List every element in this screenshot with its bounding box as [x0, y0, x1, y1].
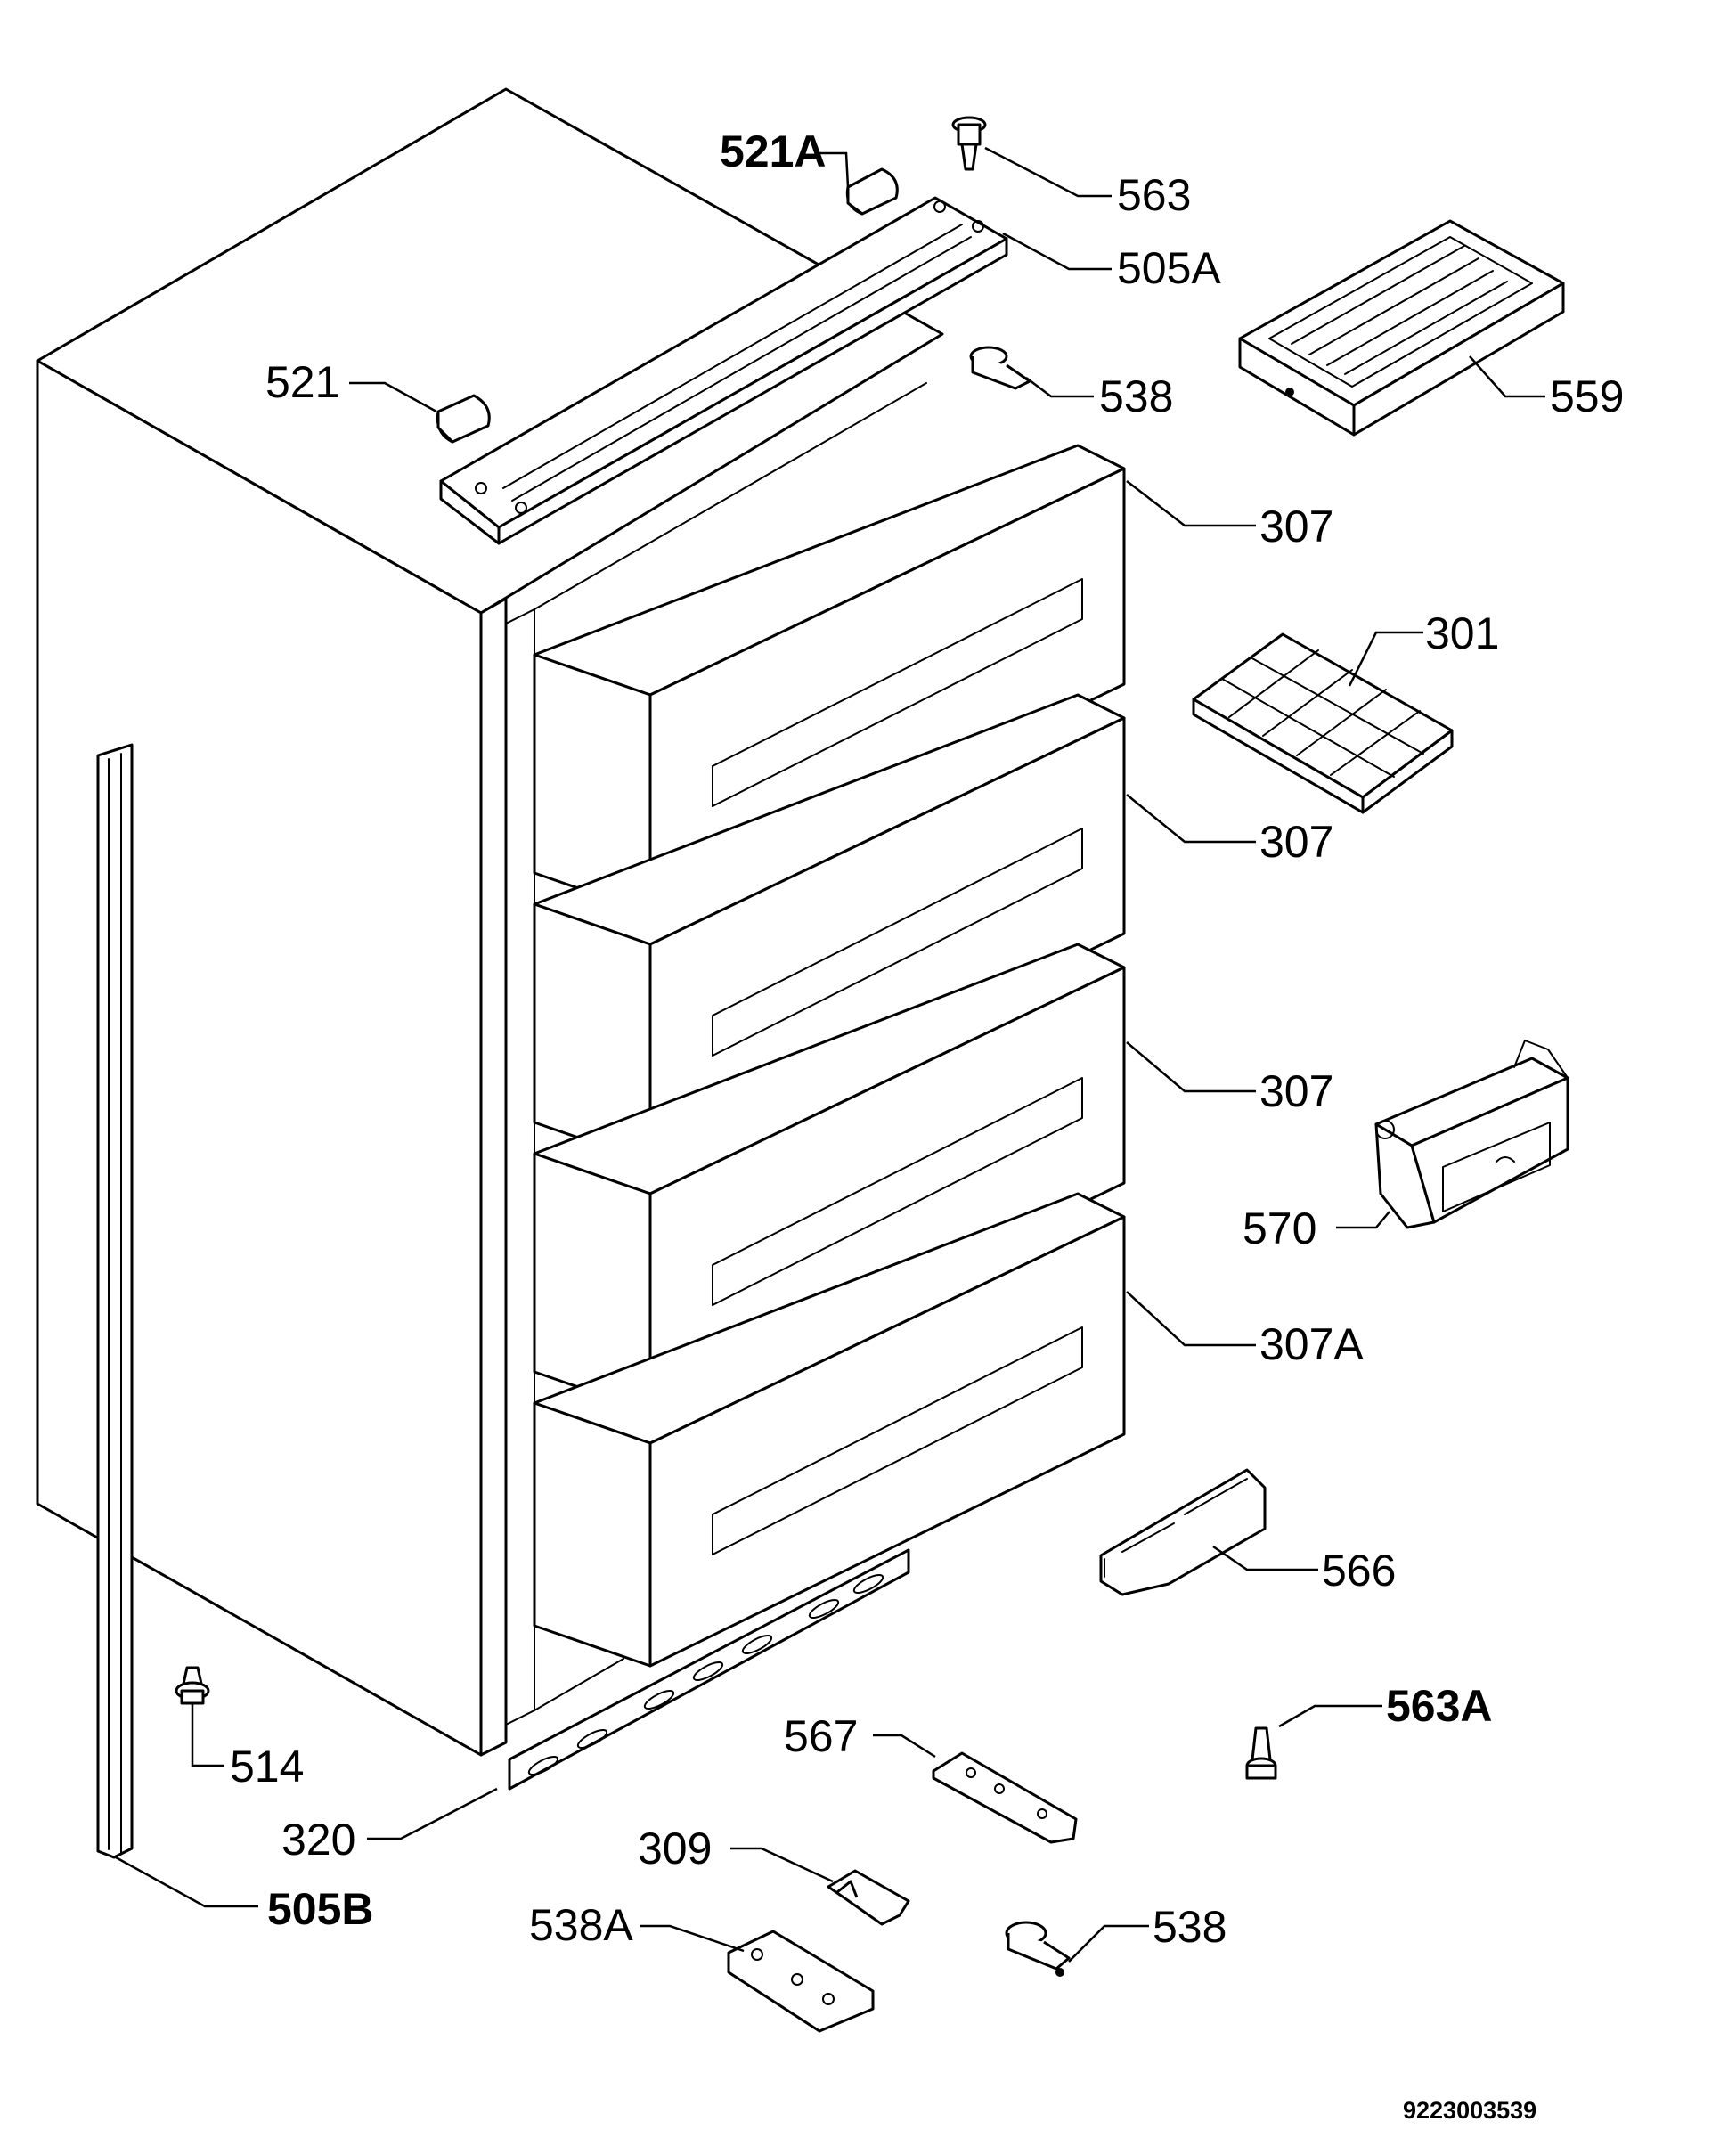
top-rail-505a: [439, 196, 1008, 545]
label-505a: 505A: [1117, 243, 1221, 293]
drawer-1: [533, 444, 1126, 915]
label-570: 570: [1243, 1204, 1316, 1253]
part-538-top-hinge: [969, 346, 1031, 390]
label-307-first: 307: [1259, 502, 1333, 551]
label-320: 320: [281, 1815, 355, 1865]
label-567: 567: [784, 1711, 858, 1761]
part-301-ice-tray: [1192, 632, 1454, 814]
label-563a: 563A: [1386, 1681, 1493, 1731]
part-538-bottom-hinge: [1005, 1921, 1071, 1977]
label-521a: 521A: [720, 126, 827, 176]
label-538-top: 538: [1099, 371, 1173, 421]
part-559-tray-lid: [1238, 219, 1565, 437]
label-309: 309: [638, 1824, 712, 1873]
label-307-third: 307: [1259, 1066, 1333, 1116]
drawer-3: [533, 943, 1126, 1414]
drawer-2: [533, 693, 1126, 1164]
label-566: 566: [1322, 1546, 1396, 1595]
part-563a-bolt: [1245, 1726, 1277, 1780]
label-514: 514: [230, 1742, 304, 1791]
label-307-second: 307: [1259, 817, 1333, 867]
side-strip-505b: [96, 743, 134, 1859]
drawer-4: [533, 1192, 1126, 1668]
part-567-bracket: [932, 1751, 1078, 1844]
label-559: 559: [1550, 371, 1624, 421]
part-514-foot: [175, 1666, 210, 1705]
part-309-cover: [827, 1869, 910, 1926]
document-number: 9223003539: [1403, 2097, 1536, 2124]
label-538a: 538A: [529, 1900, 633, 1950]
part-538a-bracket: [727, 1930, 875, 2033]
part-521-hinge-cap: [436, 394, 491, 444]
vent-grille-320: [508, 1548, 910, 1791]
part-521a-hinge-cap: [845, 167, 899, 216]
leader-lines: [115, 146, 1545, 1963]
cabinet-body: [36, 87, 944, 1757]
part-570-compartment: [1374, 1040, 1569, 1229]
label-307a: 307A: [1259, 1319, 1364, 1369]
label-505b: 505B: [267, 1884, 374, 1934]
label-563: 563: [1117, 170, 1191, 220]
label-301: 301: [1425, 608, 1499, 658]
part-563-screw: [951, 116, 987, 171]
part-566-clip: [1099, 1468, 1267, 1596]
label-538-bottom: 538: [1153, 1902, 1227, 1952]
label-521: 521: [265, 357, 339, 407]
